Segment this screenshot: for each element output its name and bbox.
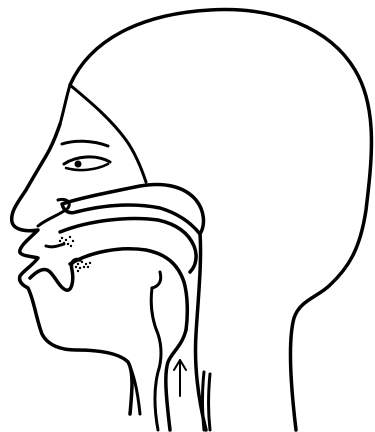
forehead-line (60, 85, 70, 124)
eyebrow (62, 141, 108, 146)
esophagus-line (151, 288, 161, 430)
trachea-line-1 (203, 372, 205, 430)
temple-line (70, 85, 146, 182)
tongue-base (152, 272, 161, 288)
upper-teeth (46, 244, 64, 247)
nasal-cavity (62, 185, 203, 234)
tongue-surface (70, 249, 187, 330)
eye-pupil (75, 161, 82, 168)
lower-teeth (30, 259, 80, 290)
larynx-front (166, 330, 186, 430)
eye-lower-lid (66, 164, 108, 170)
eye-upper-lid (64, 157, 110, 164)
pharynx-back-wall (195, 234, 206, 430)
airflow-arrow-icon (174, 360, 186, 396)
trachea-line-2 (209, 374, 211, 430)
